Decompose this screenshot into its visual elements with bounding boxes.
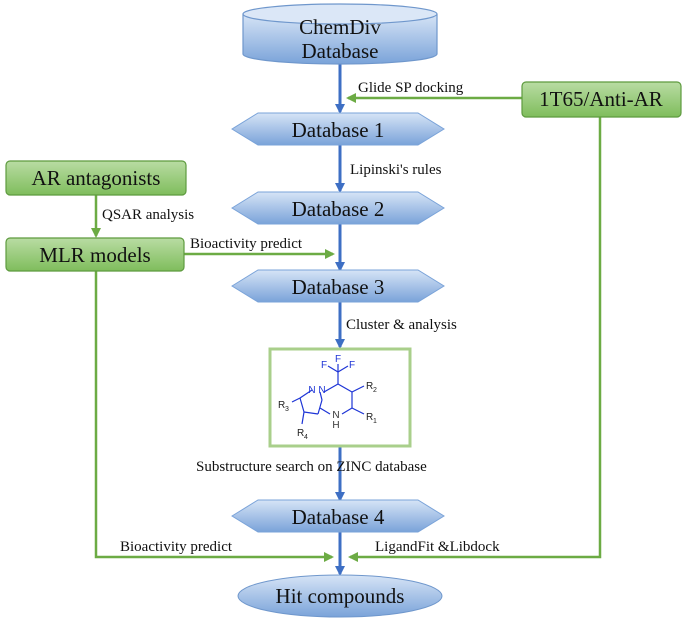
atom-n-bridge: N (318, 385, 325, 396)
svg-text:1: 1 (373, 418, 377, 425)
scaffold-bonds (291, 364, 365, 425)
hit-compounds-node: Hit compounds (237, 574, 443, 618)
edge-target-right-line (348, 117, 602, 562)
hit-compounds-label: Hit compounds (276, 584, 405, 608)
edge-lipinski-label: Lipinski's rules (350, 162, 442, 178)
substituent-r4: R 4 (297, 428, 308, 441)
ar-antagonists-label: AR antagonists (32, 166, 161, 190)
atom-n-ring: N (308, 385, 315, 396)
atom-f-left: F (321, 360, 327, 371)
atom-nh: N (332, 410, 339, 421)
mlr-models-node: MLR models (5, 237, 185, 272)
atom-f-right: F (349, 360, 355, 371)
svg-text:R: R (278, 400, 285, 411)
database-4-node: Database 4 (231, 499, 445, 533)
chemdiv-database-node: ChemDiv Database (242, 3, 438, 65)
edge-bioactivity1-label: Bioactivity predict (190, 236, 303, 252)
target-1t65-label: 1T65/Anti-AR (539, 87, 663, 111)
svg-text:3: 3 (285, 406, 289, 413)
database-3-label: Database 3 (292, 275, 385, 299)
mlr-models-label: MLR models (39, 243, 150, 267)
svg-text:R: R (366, 412, 373, 423)
svg-text:2: 2 (373, 387, 377, 394)
atom-nh-h: H (332, 420, 339, 431)
database-4-label: Database 4 (292, 505, 385, 529)
svg-text:R: R (366, 381, 373, 392)
atom-f-top: F (335, 354, 341, 365)
substituent-r2: R 2 (366, 381, 377, 394)
database-3-node: Database 3 (231, 269, 445, 303)
database-1-node: Database 1 (231, 112, 445, 146)
substituent-r3: R 3 (278, 400, 289, 413)
edge-mlr-left-line (94, 271, 334, 562)
ar-antagonists-node: AR antagonists (5, 160, 187, 196)
database-1-label: Database 1 (292, 118, 385, 142)
chemdiv-title: ChemDiv (299, 15, 381, 39)
target-1t65-node: 1T65/Anti-AR (521, 81, 682, 118)
scaffold-structure-panel: F F F N N N H R 2 R 1 R 3 R 4 (268, 347, 412, 448)
substituent-r1: R 1 (366, 412, 377, 425)
edge-glide-label: Glide SP docking (358, 80, 464, 96)
database-2-node: Database 2 (231, 191, 445, 225)
svg-text:R: R (297, 428, 304, 439)
edge-cluster-label: Cluster & analysis (346, 317, 457, 333)
edge-qsar-label: QSAR analysis (102, 207, 194, 223)
edge-ligandfit-label: LigandFit &Libdock (375, 539, 500, 555)
database-2-label: Database 2 (292, 197, 385, 221)
svg-text:4: 4 (304, 434, 308, 441)
edge-bioactivity2-label: Bioactivity predict (120, 539, 233, 555)
chemdiv-subtitle: Database (302, 39, 379, 63)
edge-substructure-label: Substructure search on ZINC database (196, 459, 427, 475)
